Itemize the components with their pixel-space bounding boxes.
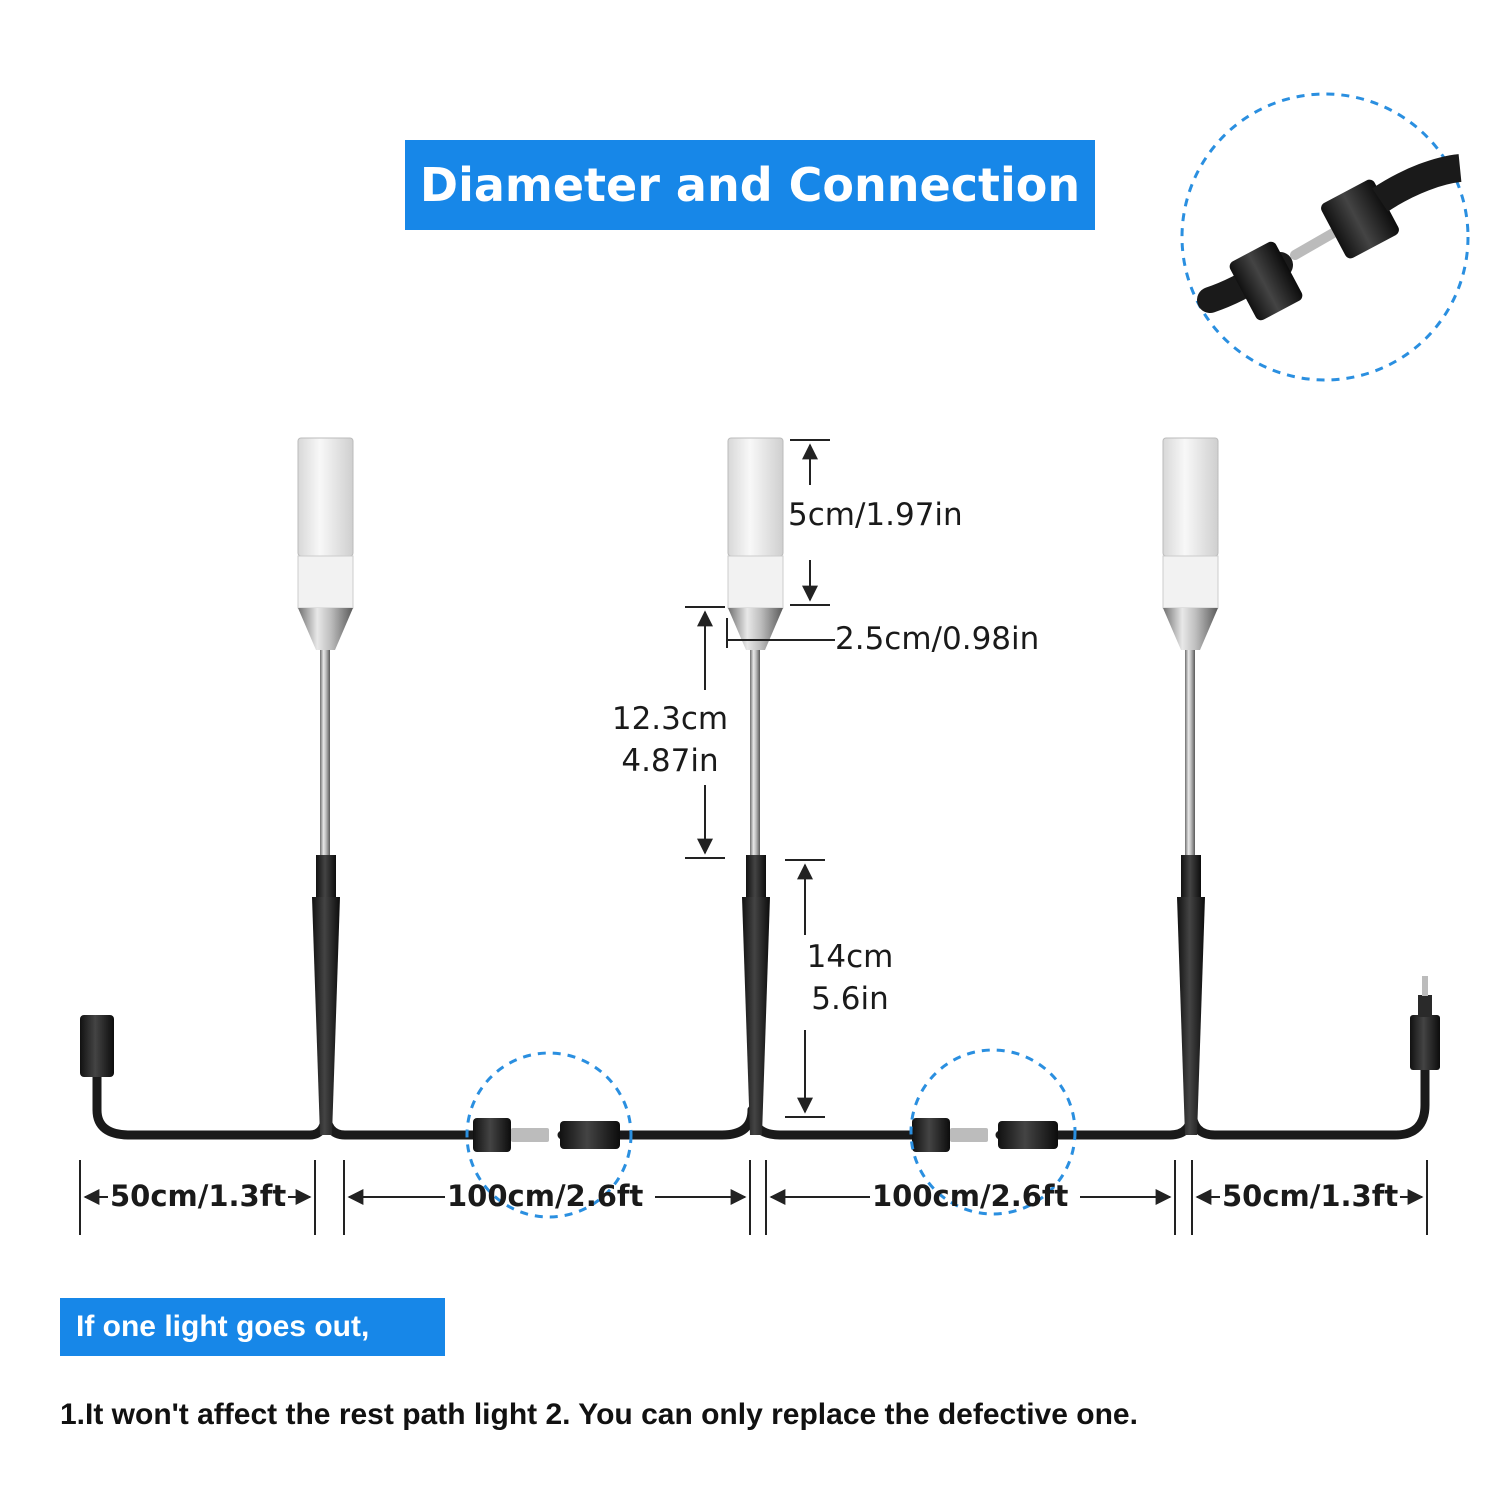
spike-height-in-label: 5.6in	[811, 981, 889, 1017]
stake-height-in-label: 4.87in	[621, 743, 719, 779]
diameter-label: 2.5cm/0.98in	[835, 621, 1040, 657]
stake-height-cm-label: 12.3cm	[611, 701, 729, 737]
horizontal-dimension-lines	[79, 1160, 1428, 1235]
connector-zoom-inset	[1180, 92, 1470, 382]
mid-connector-2	[912, 1118, 1058, 1152]
footer-note: 1.It won't affect the rest path light 2.…	[60, 1398, 1138, 1431]
path-light-2	[727, 437, 784, 1135]
mid-connector-1	[473, 1118, 620, 1152]
path-light-3	[1162, 437, 1219, 1135]
span-1-label: 100cm/2.6ft	[447, 1179, 644, 1213]
connector-highlight-2	[909, 1048, 1077, 1216]
connector-highlight-1	[465, 1051, 633, 1219]
vertical-dimension-lines	[685, 439, 835, 1118]
path-light-1	[297, 437, 354, 1135]
span-2-label: 100cm/2.6ft	[872, 1179, 1069, 1213]
lead-right-label: 50cm/1.3ft	[1222, 1179, 1399, 1213]
footer-heading: If one light goes out,	[60, 1298, 445, 1356]
male-end-connector	[1410, 976, 1440, 1070]
spike-height-cm-label: 14cm	[806, 939, 894, 975]
cylinder-height-label: 5cm/1.97in	[788, 497, 963, 533]
diagram-title: Diameter and Connection	[405, 140, 1095, 230]
lead-left-label: 50cm/1.3ft	[110, 1179, 287, 1213]
female-end-connector	[80, 1015, 114, 1077]
